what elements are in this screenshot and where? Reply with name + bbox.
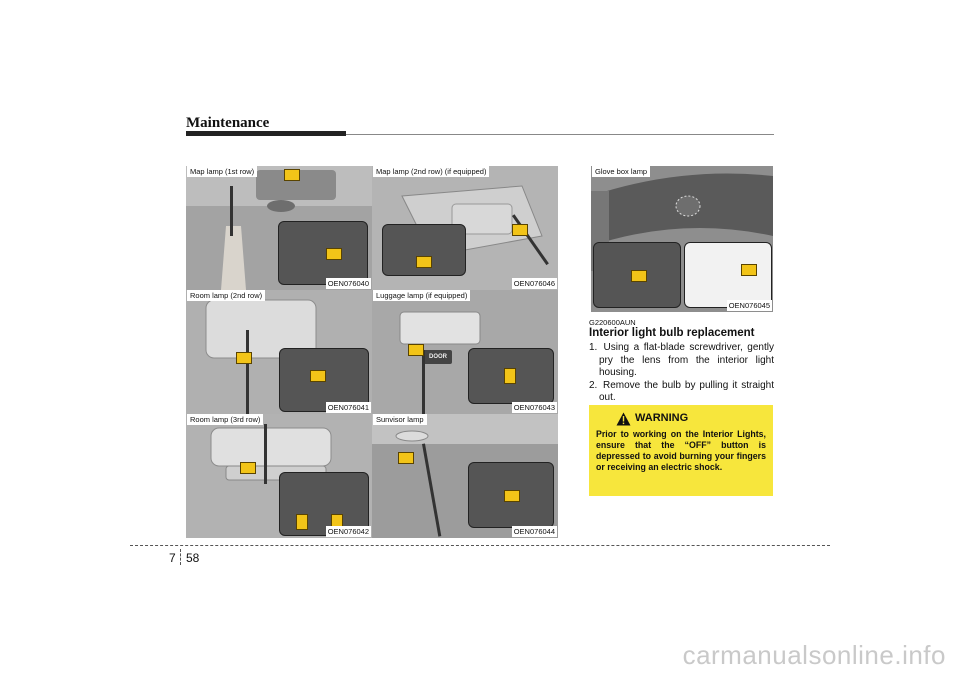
warning-header: WARNING	[596, 411, 766, 427]
arrow-icon	[398, 452, 414, 464]
chapter-number: 7	[169, 551, 176, 565]
footer-rule	[130, 545, 830, 546]
photo-inset-detail	[278, 221, 368, 285]
photo-caption: Room lamp (2nd row)	[187, 290, 266, 301]
arrow-icon	[408, 344, 424, 356]
photo-map-lamp-1st-row: Map lamp (1st row) OEN076040	[186, 166, 372, 290]
step-number: 2.	[589, 379, 598, 391]
arrow-icon	[310, 370, 326, 382]
photo-caption: Map lamp (2nd row) (if equipped)	[373, 166, 490, 177]
page-title: Maintenance	[186, 115, 270, 131]
photo-luggage-lamp: DOOR Luggage lamp (if equipped) OEN07604…	[372, 290, 558, 414]
warning-triangle-icon	[616, 412, 631, 426]
page-separator	[180, 549, 182, 565]
instruction-step: 1. Using a flat-blade screwdriver, gentl…	[589, 342, 774, 380]
photo-inset-detail	[382, 224, 466, 276]
arrow-icon	[416, 256, 432, 268]
photo-glove-box-lamp: Glove box lamp OEN076045	[591, 166, 773, 312]
photo-sunvisor-lamp: Sunvisor lamp OEN076044	[372, 414, 558, 538]
photo-code: OEN076043	[511, 402, 557, 413]
arrow-icon	[504, 368, 516, 384]
arrow-icon	[741, 264, 757, 276]
arrow-icon	[326, 248, 342, 260]
step-text: Using a flat-blade screwdriver, gently p…	[599, 342, 774, 378]
warning-label: WARNING	[635, 412, 689, 424]
door-switch-label: DOOR	[429, 354, 447, 360]
photo-code: OEN076046	[511, 278, 557, 289]
photo-code: OEN076042	[325, 526, 371, 537]
photo-caption: Sunvisor lamp	[373, 414, 427, 425]
photo-code: OEN076044	[511, 526, 557, 537]
photo-caption: Luggage lamp (if equipped)	[373, 290, 471, 301]
instruction-step: 2. Remove the bulb by pulling it straigh…	[589, 380, 774, 405]
arrow-icon	[512, 224, 528, 236]
photo-caption: Glove box lamp	[592, 166, 651, 177]
warning-text: Prior to working on the Interior Lights,…	[596, 429, 766, 472]
page-number: 58	[186, 551, 200, 565]
photo-code: OEN076040	[325, 278, 371, 289]
arrow-icon	[631, 270, 647, 282]
header-rule	[186, 134, 774, 135]
photo-map-lamp-2nd-row: Map lamp (2nd row) (if equipped) OEN0760…	[372, 166, 558, 290]
photo-caption: Map lamp (1st row)	[187, 166, 258, 177]
photo-code: OEN076045	[726, 300, 772, 311]
section-code: G220600AUN	[589, 318, 636, 327]
photo-caption: Room lamp (3rd row)	[187, 414, 264, 425]
warning-box: WARNING Prior to working on the Interior…	[589, 405, 773, 496]
watermark: carmanualsonline.info	[682, 640, 946, 670]
photo-room-lamp-2nd-row: Room lamp (2nd row) OEN076041	[186, 290, 372, 414]
arrow-icon	[236, 352, 252, 364]
arrow-icon	[504, 490, 520, 502]
arrow-icon	[296, 514, 308, 530]
instruction-steps: 1. Using a flat-blade screwdriver, gentl…	[589, 342, 774, 405]
arrow-icon	[240, 462, 256, 474]
photo-inset-detail	[593, 242, 681, 308]
photo-inset-bulb	[684, 242, 772, 308]
arrow-icon	[284, 169, 300, 181]
header-rule-accent	[186, 131, 346, 136]
section-title: Interior light bulb replacement	[589, 327, 755, 339]
photo-room-lamp-3rd-row: Room lamp (3rd row) OEN076042	[186, 414, 372, 538]
photo-inset-detail	[468, 348, 554, 404]
photo-code: OEN076041	[325, 402, 371, 413]
step-text: Remove the bulb by pulling it straight o…	[599, 379, 775, 404]
photo-inset-detail	[279, 472, 369, 536]
step-number: 1.	[589, 342, 598, 353]
